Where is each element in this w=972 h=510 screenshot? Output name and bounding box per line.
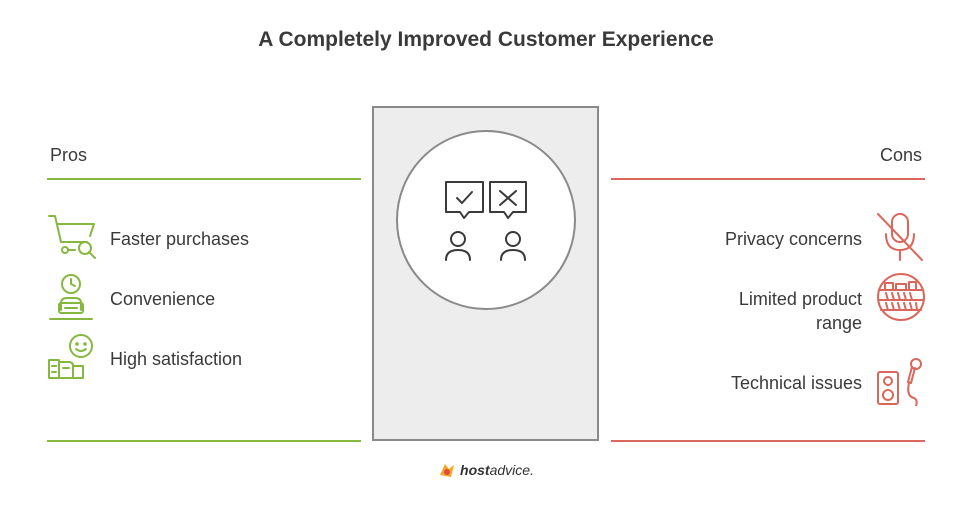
cons-heading: Cons bbox=[879, 145, 922, 165]
satisfied-customer-icon bbox=[47, 332, 97, 382]
pros-item-faster-purchases: Faster purchases bbox=[110, 229, 250, 249]
pros-item-convenience: Convenience bbox=[110, 289, 216, 309]
hostadvice-logo-icon bbox=[438, 461, 456, 482]
speaker-microphone-icon bbox=[876, 356, 926, 406]
cons-bottom-divider bbox=[611, 440, 925, 442]
cons-item-technical-issues: Technical issues bbox=[730, 373, 862, 393]
product-shelf-icon bbox=[876, 272, 926, 322]
pros-item-high-satisfaction: High satisfaction bbox=[110, 349, 243, 369]
cons-item-limited-product-range: Limited product range bbox=[738, 289, 862, 333]
shopping-cart-search-icon bbox=[47, 212, 97, 262]
pros-heading: Pros bbox=[50, 145, 88, 165]
page-title: A Completely Improved Customer Experienc… bbox=[258, 28, 714, 51]
cons-top-divider bbox=[611, 178, 925, 180]
person-with-clock-icon bbox=[47, 272, 97, 322]
center-circle bbox=[396, 130, 576, 310]
pros-top-divider bbox=[47, 178, 361, 180]
pros-bottom-divider bbox=[47, 440, 361, 442]
cons-item-privacy-concerns: Privacy concerns bbox=[724, 229, 862, 249]
feedback-people-icon bbox=[436, 172, 536, 268]
footer-brand: hostadvice. bbox=[0, 461, 972, 482]
muted-microphone-icon bbox=[876, 212, 926, 262]
